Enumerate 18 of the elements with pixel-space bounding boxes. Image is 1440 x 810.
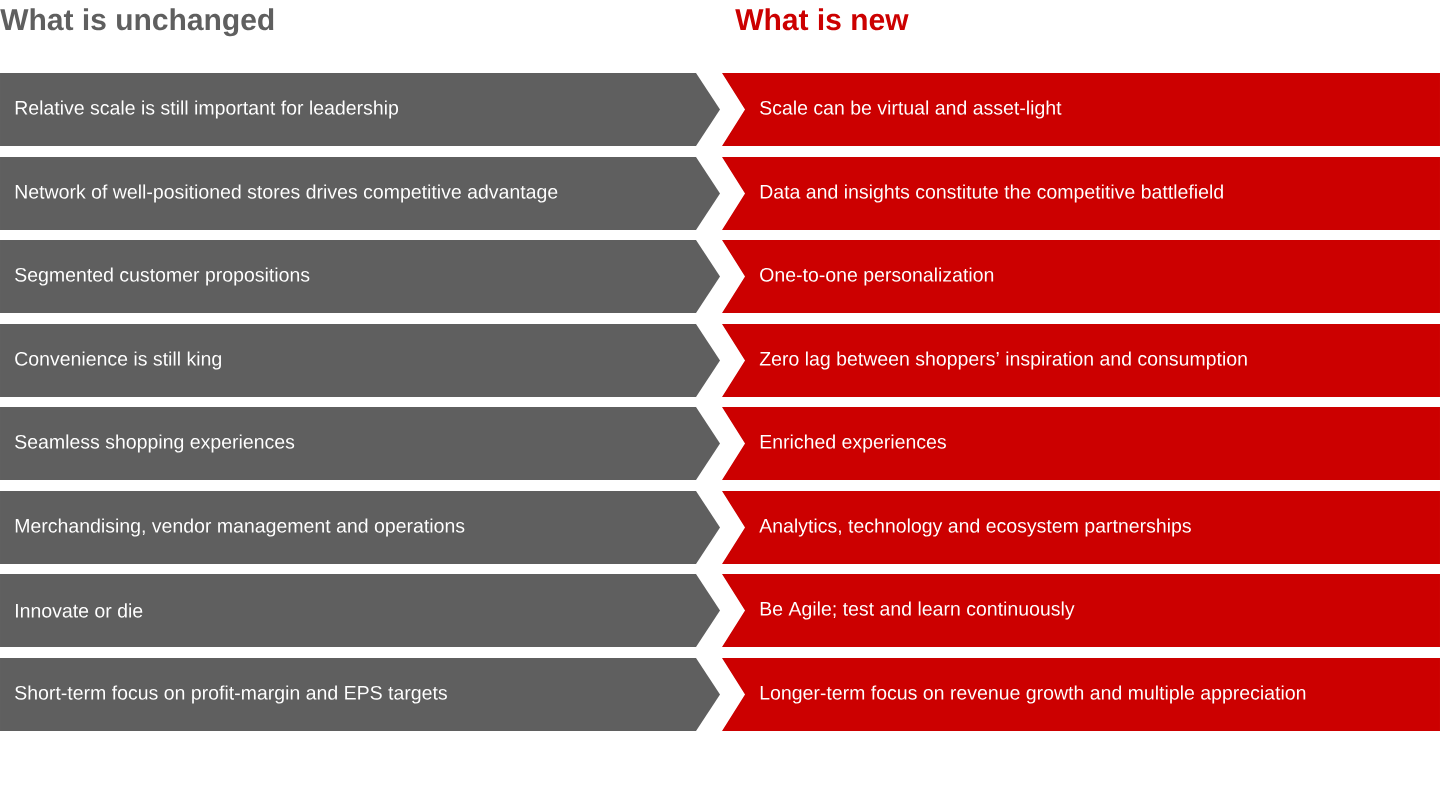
banner-box: Segmented customer propositions bbox=[0, 240, 720, 313]
banner-box: Longer-term focus on revenue growth and multiple appreciation bbox=[722, 658, 1440, 731]
column-heading: What is new bbox=[735, 8, 909, 31]
banner-box: Be Agile; test and learn continuously bbox=[722, 574, 1440, 647]
banner-box: Seamless shopping experiences bbox=[0, 407, 720, 480]
banner-box: Data and insights constitute the competitive battlefield bbox=[722, 157, 1440, 230]
column-heading: What is unchanged bbox=[0, 8, 274, 37]
banner-box: Convenience is still king bbox=[0, 324, 720, 397]
banner-box: Merchandising, vendor management and operations bbox=[0, 491, 720, 564]
banner-box: Short-term focus on profit-margin and EPS targets bbox=[0, 658, 720, 731]
banner-box: Scale can be virtual and asset-light bbox=[722, 73, 1440, 146]
banner-box: Zero lag between shoppers’ inspiration and consumption bbox=[722, 324, 1440, 397]
banner-box: Analytics, technology and ecosystem partnerships bbox=[722, 491, 1440, 564]
banner-box: Innovate or die bbox=[0, 574, 720, 647]
banner-box: Relative scale is still important for leadership bbox=[0, 73, 720, 146]
banner-box: One-to-one personalization bbox=[722, 240, 1440, 313]
banner-box: Network of well-positioned stores drives competitive advantage bbox=[0, 157, 720, 230]
banner-box: Enriched experiences bbox=[722, 407, 1440, 480]
